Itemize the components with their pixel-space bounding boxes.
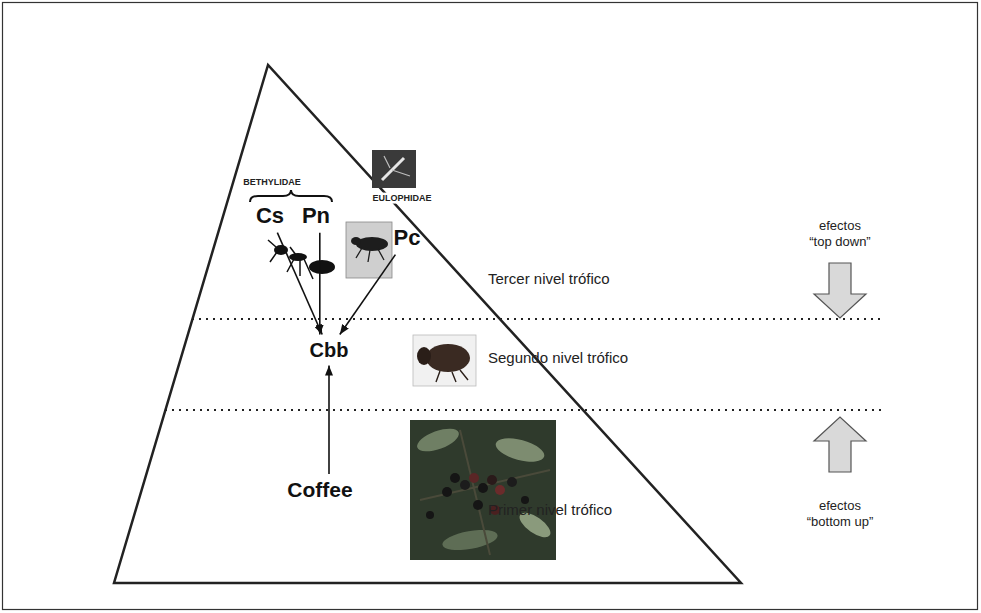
level-label: Tercer nivel trófico <box>488 270 610 288</box>
feeding-arrow <box>328 366 330 474</box>
family-label: EULOPHIDAE <box>371 193 432 204</box>
effect-label: efectos “bottom up” <box>802 498 878 529</box>
organism-node: Pc <box>391 224 424 251</box>
trophic-pyramid <box>114 65 741 583</box>
level-label: Segundo nivel trófico <box>488 349 628 367</box>
organism-node: Cbb <box>307 338 352 363</box>
beetle-picture <box>413 335 476 386</box>
coffee-picture <box>410 420 556 560</box>
ant-picture <box>268 240 335 279</box>
organism-code: Pn <box>302 203 330 228</box>
feeding-arrow <box>277 233 322 335</box>
organism-code: Cs <box>256 203 284 228</box>
organism-code: Pc <box>394 225 421 250</box>
level-divider <box>165 409 885 411</box>
top-down-arrow <box>814 263 866 318</box>
family-label: BETHYLIDAE <box>242 177 302 188</box>
feeding-arrow <box>319 233 321 335</box>
organism-node: Coffee <box>284 477 355 503</box>
pc-picture <box>372 150 416 188</box>
outer-frame <box>3 3 978 610</box>
level-divider <box>192 318 885 320</box>
level-label: Primer nivel trófico <box>488 501 612 519</box>
bottom-up-arrow <box>814 417 866 472</box>
organism-node: Cs <box>253 202 287 229</box>
feeding-arrow <box>340 255 396 335</box>
family-brace <box>250 190 332 202</box>
effect-label: efectos “top down” <box>808 218 873 249</box>
organism-code: Coffee <box>287 478 352 501</box>
organism-code: Cbb <box>310 339 349 361</box>
organism-node: Pn <box>299 202 333 229</box>
